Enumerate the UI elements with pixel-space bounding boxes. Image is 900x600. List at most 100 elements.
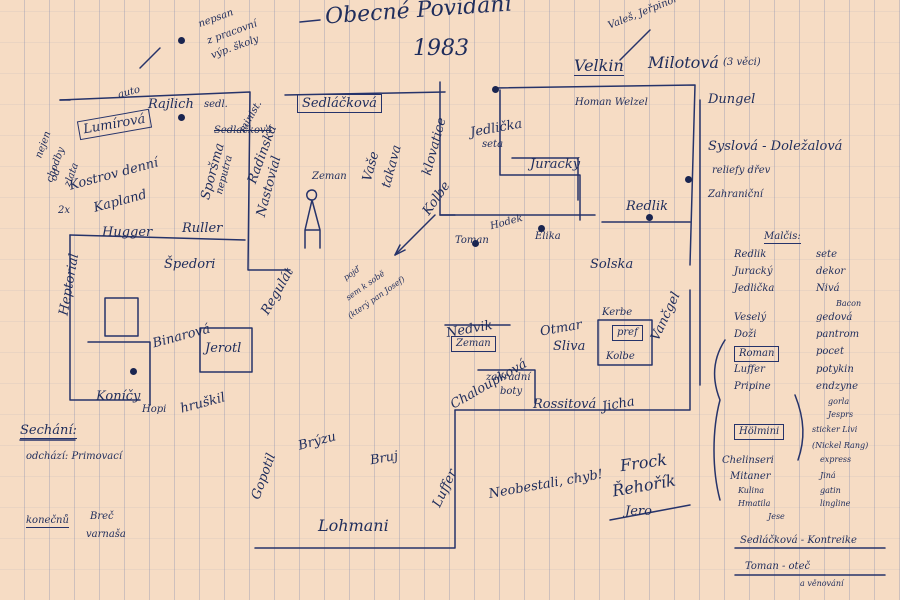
brec-label: Breč [90,511,114,522]
sedlackova-bottom-label: Sedláčková - Kontreike [740,535,857,546]
ruller-label: Ruller [182,221,223,236]
plan-wall [254,409,456,549]
plan-wall [494,84,696,266]
plan-stroke [609,504,691,521]
pref-box: pref [612,325,643,341]
cast-role: Pripine [734,381,771,392]
cast-note: Bacon [836,299,862,308]
plan-box [511,157,579,201]
varnasa-label: varnaša [86,529,126,540]
cast-note: sticker Livi [812,425,858,434]
cast-row: Jesprs [728,410,888,423]
position-dot [472,240,479,247]
plan-wall [454,289,691,411]
plan-arrow [139,47,161,69]
cast-note: gorla [828,397,850,406]
cast-note: Jesprs [828,410,854,419]
konecni-label: konečnů [26,515,69,528]
odchazi-label: odchází: Primovací [26,451,123,462]
plan-wall [59,91,291,271]
zahrani-label: Zahraniční [708,189,763,200]
sedlackova-box: Sedláčková [297,94,382,113]
plan-brace [794,394,804,461]
plan-wall [69,234,141,401]
cast-note: dekor [816,266,846,277]
cast-note: lingline [820,499,851,508]
plan-box [199,327,253,373]
sedl-label: sedl. [204,99,228,110]
cast-row: Doži pantrom [728,328,888,345]
plan-box [87,341,151,406]
plan-arrow [394,214,436,256]
plan-box [104,297,139,337]
juracky-label: Juracký [530,157,581,172]
cast-note: endzyne [816,381,859,392]
position-dot [178,114,185,121]
cast-row: Chelinseri express [722,454,888,470]
cast-role: Hmatila [738,499,771,508]
solska-label: Solska [590,257,634,272]
toman-center-label: Toman [455,235,489,246]
cast-note: potykin [816,364,854,375]
cast-row: Redlik sete [728,248,888,265]
position-dot [646,214,653,221]
rajlich-label: Rajlich [148,97,194,112]
sliva-label: Sliva [553,339,586,354]
plan-wall [499,89,581,221]
velkin-label: Velkin [574,56,624,76]
cast-row: Pripine endzyne [728,380,888,397]
cast-note: express [820,455,852,464]
page-year: 1983 [413,36,469,61]
last-note-label: a věnování [800,579,844,588]
kerbe-label: Kerbe [602,307,633,318]
plan-brace [713,339,726,501]
position-dot [685,176,692,183]
cast-note: pocet [816,346,844,357]
cast-role: Kulina [738,486,764,495]
jero-label: Jero [625,504,652,519]
position-dot [178,37,185,44]
jerotl-label: Jerotl [205,341,242,356]
relief-label: reliefy dřev [712,165,771,176]
boty-label: boty [500,386,523,397]
twox-label: 2x [58,205,71,216]
cast-note: gedová [816,312,853,323]
cast-note: pantrom [816,329,860,340]
hopi-label: Hopi [142,404,167,415]
seta-label: seta [482,139,504,150]
cast-row: Jese [728,512,888,525]
cast-row: Hölmini sticker Livi [728,423,888,441]
hugger-label: Hugger [102,225,153,240]
toman-bottom-label: Toman - oteč [745,561,811,572]
cast-role: Juracký [734,266,773,277]
position-dot [492,86,499,93]
plan-arrow [619,29,651,61]
milotova-label: Milotová [648,53,719,72]
cast-role: Chelinseri [722,455,774,466]
rossitova-label: Rossitová [533,397,597,412]
cast-role: Mitaner [730,471,771,482]
three-things-label: (3 věci) [723,57,761,68]
cast-row: Kulina gatin [728,486,888,499]
position-dot [538,225,545,232]
cast-row: Roman pocet [728,345,888,363]
dungel-label: Dungel [708,92,756,107]
person-figure [304,189,321,249]
cast-row: gorla [728,397,888,410]
cast-role: Veselý [734,312,767,323]
zeman-figure-label: Zeman [312,171,347,182]
cast-role: Roman [734,346,780,362]
cast-row: Mitaner Jiná [728,470,888,486]
cast-note: Nivá [816,283,840,294]
zeman-box: Zeman [451,336,496,352]
spedori-label: Špedori [164,257,216,272]
cast-row: Luffer potykin [728,363,888,380]
cast-row: Hmatila lingline [728,499,888,512]
plan-arrow [394,244,406,256]
cast-list: Redlik sete Juracký dekor Jedlička Nivá … [722,248,888,525]
cast-note: Jiná [820,471,836,480]
plan-stroke [299,19,321,23]
cast-role: Jedlička [734,283,775,294]
cast-row: (Nickel Rang) [728,441,888,454]
